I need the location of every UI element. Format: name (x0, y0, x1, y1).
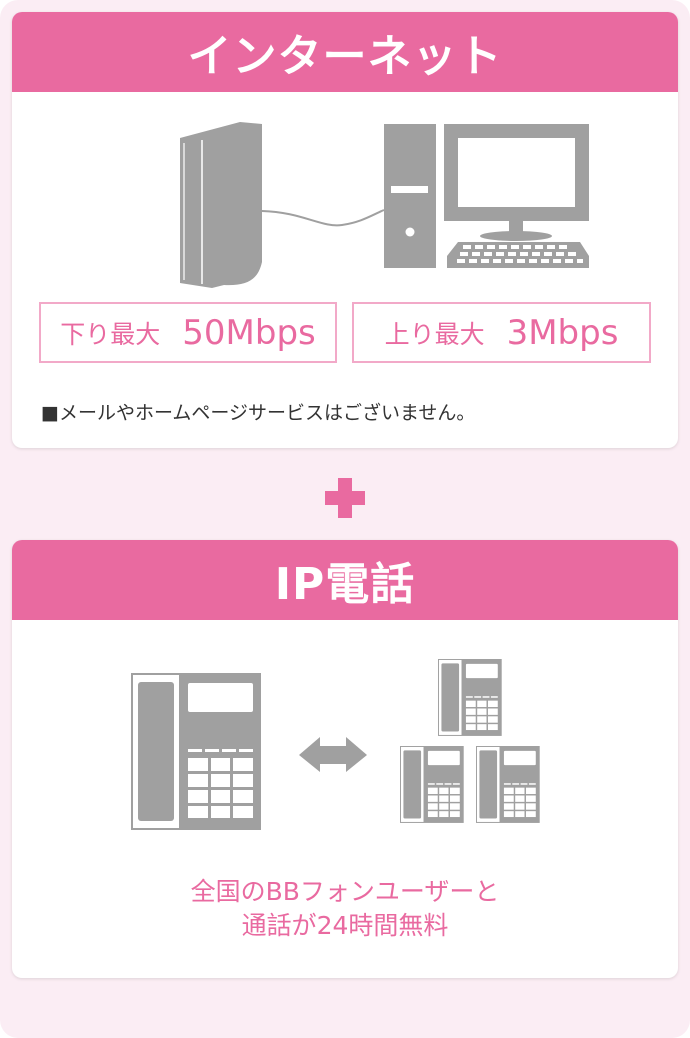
download-value: 50Mbps (182, 312, 316, 353)
download-speed-box: 下り最大 50Mbps (39, 302, 337, 363)
ip-phone-card: IP電話 全国のBBフォンユーザーと 通話が24時間無料 (12, 540, 678, 978)
plus-icon (325, 478, 365, 518)
download-label: 下り最大 (60, 319, 161, 349)
bb-phone-icon-top (438, 659, 502, 736)
upload-label: 上り最大 (384, 319, 485, 349)
phone-illustration (131, 659, 540, 830)
bidirectional-arrow-icon (299, 737, 367, 772)
internet-title: インターネット (12, 12, 678, 92)
upload-value: 3Mbps (506, 312, 619, 353)
cable (261, 209, 385, 227)
free-call-line2: 通話が24時間無料 (241, 911, 449, 940)
modem-pc-illustration (180, 122, 589, 288)
service-note: ■メールやホームページサービスはございません。 (41, 402, 476, 424)
bb-phone-icon-left (400, 746, 464, 823)
desktop-pc-icon (384, 124, 589, 268)
internet-card: インターネット 下り最大 50Mbps 上り最大 3 (12, 12, 678, 448)
free-call-line1: 全国のBBフォンユーザーと (190, 877, 500, 906)
main-phone-icon (131, 673, 261, 830)
bb-phone-icon-right (476, 746, 540, 823)
upload-speed-box: 上り最大 3Mbps (352, 302, 651, 363)
ip-phone-title: IP電話 (12, 540, 678, 620)
modem-icon (180, 122, 262, 288)
